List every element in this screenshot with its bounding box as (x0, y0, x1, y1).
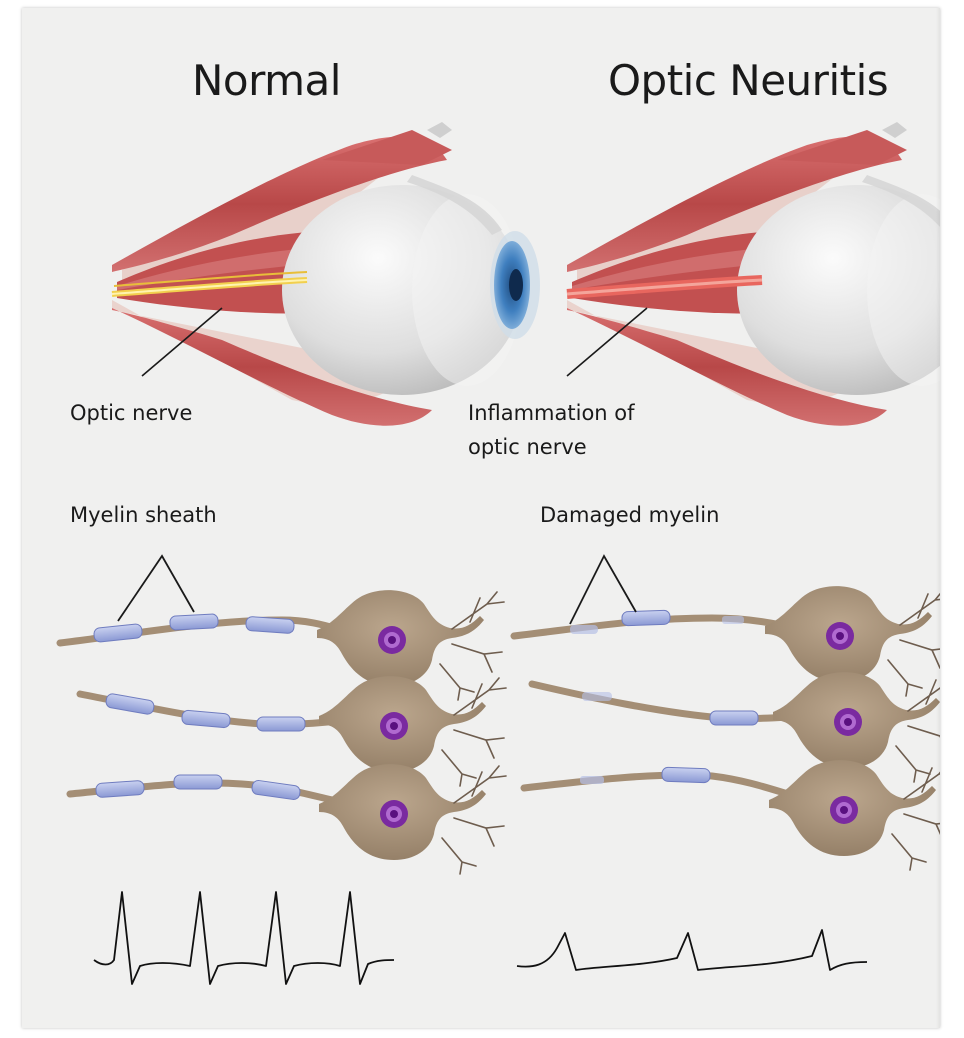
title-normal: Normal (192, 56, 341, 105)
signal-normal-waveform (94, 892, 394, 984)
neuron-normal-2 (80, 676, 506, 786)
label-inflammation-line1: Inflammation of (468, 396, 635, 430)
label-optic-nerve: Optic nerve (70, 396, 192, 430)
neuron-damaged-1 (514, 586, 940, 696)
poster: Normal Optic Neuritis Optic nerve Inflam… (22, 8, 940, 1028)
eye-neuritis-icon (567, 122, 940, 426)
neuron-normal-1 (60, 590, 504, 700)
label-inflammation-line2: optic nerve (468, 430, 587, 464)
neuron-normal-3 (70, 764, 506, 874)
neuron-damaged-3 (524, 760, 940, 870)
label-damaged-myelin: Damaged myelin (540, 498, 719, 532)
eye-normal-icon (112, 122, 540, 426)
myelin-sheath-pointer (118, 556, 194, 621)
signal-damaged-waveform (517, 930, 867, 970)
label-myelin-sheath: Myelin sheath (70, 498, 217, 532)
title-optic-neuritis: Optic Neuritis (608, 56, 888, 105)
neuron-damaged-2 (532, 672, 940, 782)
